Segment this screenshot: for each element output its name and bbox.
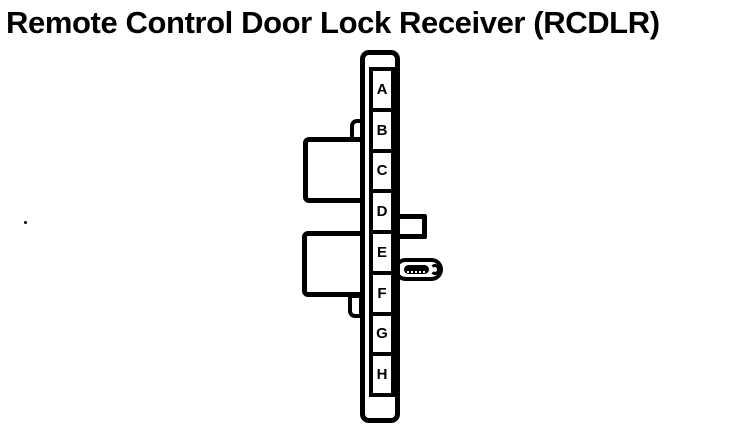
pin-cell-E: E	[373, 230, 391, 271]
fastener-clip	[430, 264, 440, 275]
pin-label: F	[377, 284, 387, 302]
pin-label: H	[376, 366, 388, 384]
pin-cell-G: G	[373, 311, 391, 353]
pin-cell-C: C	[373, 148, 391, 190]
pin-cell-A: A	[373, 71, 391, 108]
pin-label: B	[376, 121, 388, 139]
pin-label: A	[376, 80, 388, 98]
connector-body: A B C D E F G H	[360, 50, 400, 423]
scan-speck	[24, 221, 27, 224]
diagram-title: Remote Control Door Lock Receiver (RCDLR…	[6, 5, 660, 40]
fastener-pin	[394, 258, 443, 281]
pin-label: G	[376, 325, 388, 343]
pin-cell-F: F	[373, 270, 391, 312]
lower-housing-block	[302, 231, 365, 297]
pin-cell-B: B	[373, 107, 391, 149]
fastener-shank	[404, 265, 429, 274]
pin-cell-D: D	[373, 189, 391, 230]
pin-strip: A B C D E F G H	[369, 67, 395, 397]
pin-label: D	[376, 203, 388, 221]
pin-label: C	[376, 162, 388, 180]
pin-cell-H: H	[373, 352, 391, 393]
pin-label: E	[376, 243, 387, 261]
upper-housing-block	[303, 137, 365, 203]
